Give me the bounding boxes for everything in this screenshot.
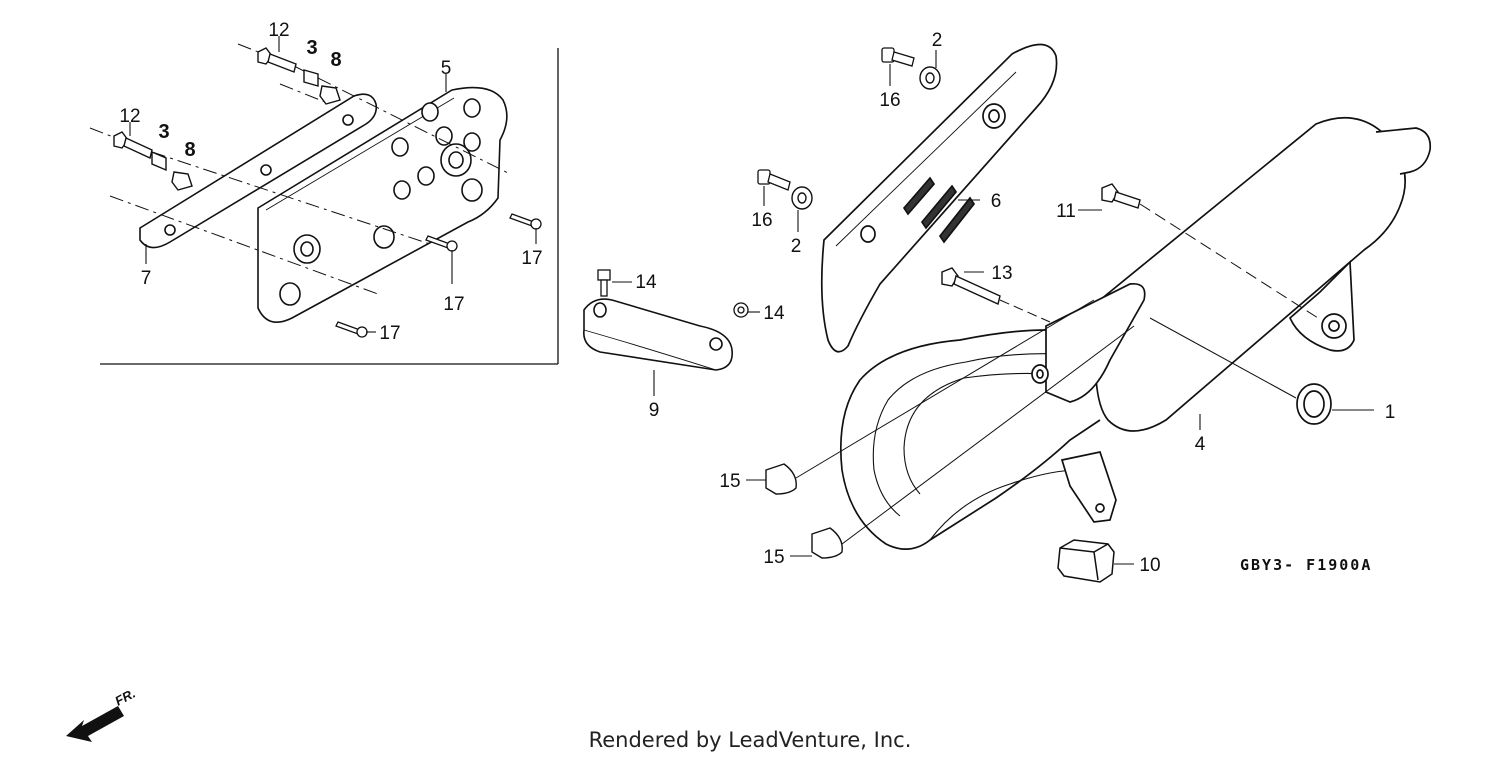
callout-16-upper[interactable]: 16: [879, 90, 900, 111]
part-5-heat-plate[interactable]: [257, 86, 508, 324]
callout-9[interactable]: 9: [649, 400, 660, 421]
part-12-bolt-upper[interactable]: [257, 47, 297, 73]
part-17-screw-b[interactable]: [425, 235, 458, 252]
callout-3-upper[interactable]: 3: [306, 37, 317, 59]
part-3-collar-upper[interactable]: [303, 69, 319, 87]
callout-13[interactable]: 13: [991, 263, 1012, 284]
callout-8-upper[interactable]: 8: [330, 49, 341, 71]
front-direction-label: FR.: [112, 686, 138, 709]
part-14-bolt-b[interactable]: [733, 302, 749, 318]
callout-14-b[interactable]: 14: [763, 303, 785, 324]
part-2-washer-lower[interactable]: [791, 186, 813, 210]
part-10-rubber-block[interactable]: [1057, 539, 1115, 583]
part-13-bolt[interactable]: [941, 267, 1001, 305]
callout-3-lower[interactable]: 3: [158, 121, 169, 143]
callout-6[interactable]: 6: [991, 191, 1002, 212]
part-2-washer-upper[interactable]: [919, 66, 941, 90]
callout-10[interactable]: 10: [1139, 555, 1160, 576]
inset-leader-lines: [89, 43, 511, 295]
part-3-collar-lower[interactable]: [151, 150, 167, 172]
part-1-gasket[interactable]: [1296, 383, 1332, 425]
part-8-nut-lower[interactable]: [171, 171, 193, 191]
part-12-bolt-lower[interactable]: [113, 131, 153, 159]
callout-2-lower[interactable]: 2: [791, 236, 802, 257]
part-7-bracket[interactable]: [139, 93, 378, 249]
callout-16-lower[interactable]: 16: [751, 210, 772, 231]
callout-leaders: [129, 36, 1374, 565]
part-8-nut-upper[interactable]: [319, 85, 341, 105]
part-16-bolt-upper[interactable]: [881, 47, 915, 67]
callout-15-lower[interactable]: 15: [763, 547, 784, 568]
callout-11[interactable]: 11: [1056, 201, 1076, 222]
part-17-screw-c[interactable]: [335, 321, 368, 338]
callout-12-upper[interactable]: 12: [268, 20, 289, 41]
callout-8-lower[interactable]: 8: [184, 139, 195, 161]
callout-5[interactable]: 5: [441, 58, 452, 79]
part-15-cap-nut-upper[interactable]: [765, 463, 797, 495]
callout-15-upper[interactable]: 15: [719, 471, 740, 492]
part-9-pipe-protector[interactable]: [583, 298, 733, 371]
callout-4[interactable]: 4: [1195, 434, 1206, 455]
part-11-bolt[interactable]: [1101, 183, 1141, 209]
callout-2-upper[interactable]: 2: [932, 30, 943, 51]
part-16-bolt-lower[interactable]: [757, 169, 791, 191]
part-6-muffler-shield[interactable]: [820, 43, 1058, 353]
callout-7[interactable]: 7: [141, 268, 152, 289]
callout-17-a[interactable]: 17: [521, 248, 542, 269]
callout-12-lower[interactable]: 12: [119, 106, 140, 127]
callout-17-b[interactable]: 17: [443, 294, 464, 315]
footer-credit: Rendered by LeadVenture, Inc.: [588, 728, 912, 752]
inset-frame: [100, 48, 559, 365]
part-14-bolt-a[interactable]: [597, 269, 611, 297]
callout-14-a[interactable]: 14: [635, 272, 657, 293]
part-17-screw-a[interactable]: [509, 213, 542, 230]
main-leader-lines: [795, 203, 1319, 545]
part-15-cap-nut-lower[interactable]: [811, 527, 843, 559]
diagram-code: GBY3- F1900A: [1240, 556, 1372, 574]
callout-labels: 12 3 8 5 12 3 8 7 17 17 17 14 14 9 2 16 …: [119, 20, 1395, 576]
callout-1[interactable]: 1: [1385, 402, 1396, 423]
callout-17-c[interactable]: 17: [379, 323, 400, 344]
